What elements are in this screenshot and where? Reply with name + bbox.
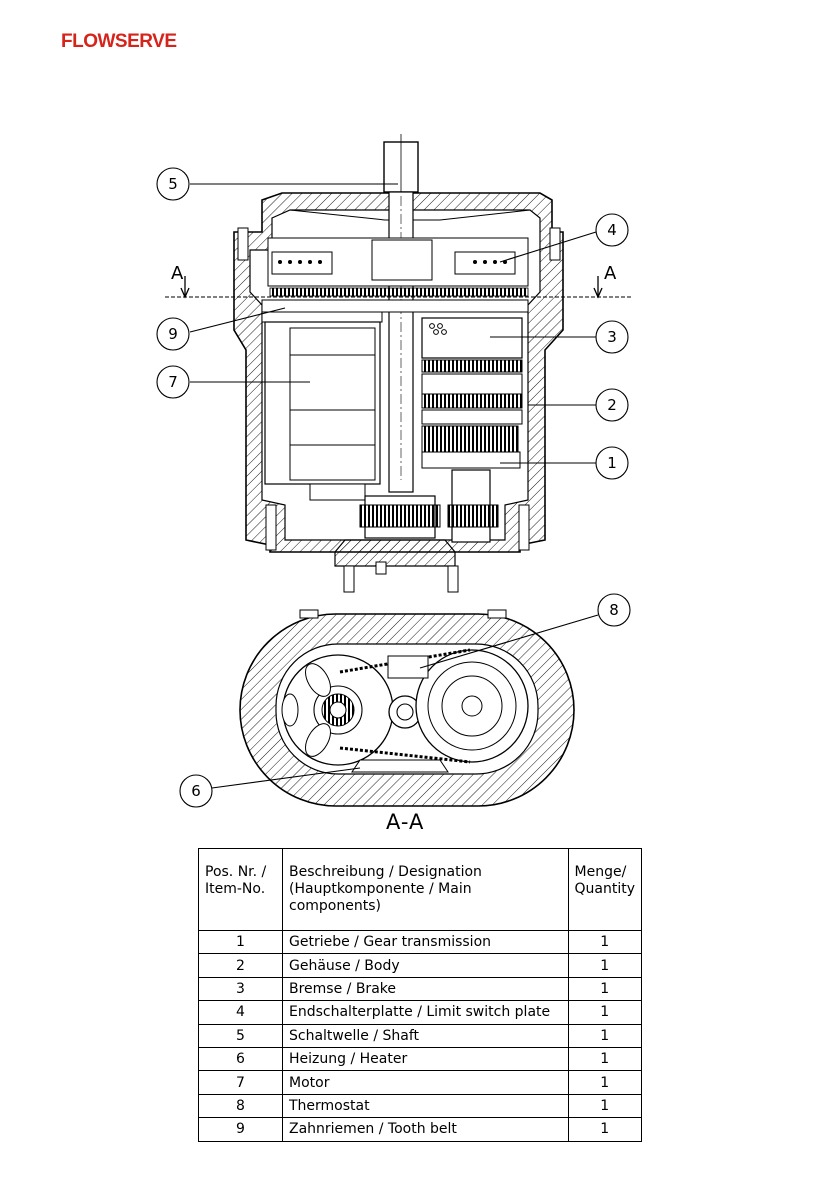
- callout-labels: 5 4 9 3 7 2 1 8 6: [168, 175, 619, 800]
- row-qty: 1: [567, 953, 642, 978]
- row-qty: 1: [567, 1093, 642, 1119]
- row-desc: Zahnriemen / Tooth belt: [282, 1117, 569, 1142]
- section-marker-right: A: [604, 263, 617, 284]
- row-qty: 1: [567, 1023, 642, 1048]
- header-desc: Beschreibung / Designation (Hauptkompone…: [282, 848, 569, 931]
- row-pos: 6: [198, 1046, 283, 1072]
- row-pos: 1: [198, 929, 283, 955]
- callout-7: 7: [168, 373, 178, 391]
- row-pos: 5: [198, 1023, 283, 1048]
- row-desc: Bremse / Brake: [282, 976, 569, 1002]
- row-pos: 9: [198, 1117, 283, 1142]
- row-pos: 8: [198, 1093, 283, 1119]
- row-pos: 2: [198, 953, 283, 978]
- callout-5: 5: [168, 175, 178, 193]
- row-desc: Schaltwelle / Shaft: [282, 1023, 569, 1048]
- row-qty: 1: [567, 1000, 642, 1025]
- row-qty: 1: [567, 1117, 642, 1142]
- flowserve-logo: FLOWSERVE: [61, 31, 177, 52]
- section-marker-left: A: [171, 263, 184, 284]
- row-qty: 1: [567, 929, 642, 955]
- header-desc-line-2: (Hauptkomponente / Main components): [289, 881, 472, 914]
- row-qty: 1: [567, 1070, 642, 1095]
- header-pos-line-2: Item-No.: [205, 881, 266, 897]
- header-qty: Menge/ Quantity: [567, 848, 642, 931]
- row-qty: 1: [567, 976, 642, 1002]
- header-pos: Pos. Nr. / Item-No.: [198, 848, 283, 931]
- row-pos: 3: [198, 976, 283, 1002]
- header-desc-line-1: Beschreibung / Designation: [289, 864, 482, 880]
- row-desc: Getriebe / Gear transmission: [282, 929, 569, 955]
- header-qty-line-2: Quantity: [574, 881, 636, 897]
- header-qty-line-1: Menge/: [574, 864, 627, 880]
- section-title: A-A: [386, 810, 425, 834]
- callout-8: 8: [609, 601, 619, 619]
- callout-2: 2: [607, 396, 617, 414]
- row-pos: 4: [198, 1000, 283, 1025]
- row-pos: 7: [198, 1070, 283, 1095]
- sectional-view: A A: [165, 134, 632, 593]
- callout-3: 3: [607, 328, 617, 346]
- header-pos-line-1: Pos. Nr. /: [205, 864, 267, 880]
- callout-1: 1: [607, 454, 617, 472]
- callout-4: 4: [607, 221, 617, 239]
- row-desc: Heizung / Heater: [282, 1046, 569, 1072]
- parts-table: Pos. Nr. / Item-No. Beschreibung / Desig…: [198, 848, 642, 1142]
- section-a-a-view: [239, 609, 575, 807]
- row-qty: 1: [567, 1046, 642, 1072]
- callout-6: 6: [191, 782, 201, 800]
- row-desc: Gehäuse / Body: [282, 953, 569, 978]
- row-desc: Endschalterplatte / Limit switch plate: [282, 1000, 569, 1025]
- callouts: [156, 167, 631, 808]
- callout-9: 9: [168, 325, 178, 343]
- table-header-row: Pos. Nr. / Item-No. Beschreibung / Desig…: [198, 848, 642, 931]
- actuator-drawing: A A: [156, 134, 632, 808]
- row-desc: Thermostat: [282, 1093, 569, 1119]
- row-desc: Motor: [282, 1070, 569, 1095]
